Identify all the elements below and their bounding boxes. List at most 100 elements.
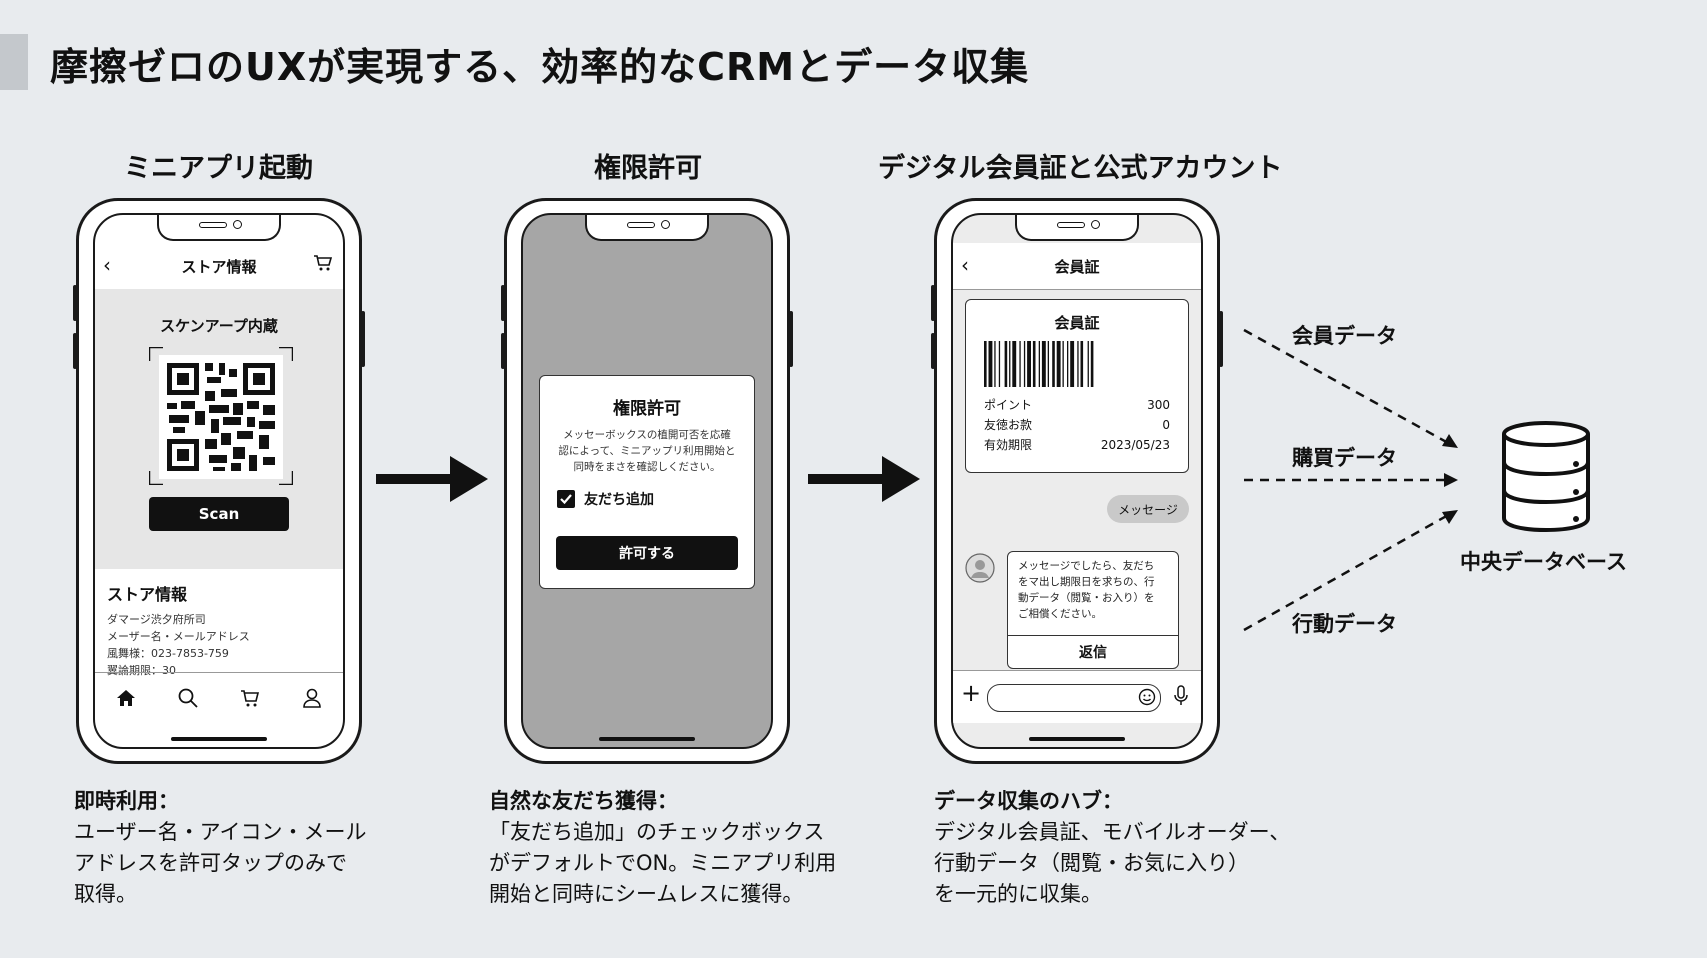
home-indicator — [1029, 737, 1125, 741]
permission-dialog: 権限許可 メッセーボックスの植開可否を応確 認によって、ミニアップリ利用開始と … — [539, 375, 755, 589]
friend-add-checkbox-row[interactable]: 友だち追加 — [556, 489, 754, 509]
cart-icon[interactable] — [313, 253, 333, 273]
caption-heading: 即時利用： — [74, 789, 179, 813]
bubble-text-line: 動データ（閲覧・お入り）を — [1018, 592, 1155, 604]
page-title: 摩擦ゼロのUXが実現する、効率的なCRMとデータ収集 — [50, 45, 1030, 89]
bubble-text-line: メッセージでしたら、友だち — [1018, 560, 1155, 572]
data-label-member: 会員データ — [1292, 324, 1397, 348]
message-chip[interactable]: メッセージ — [1107, 495, 1189, 523]
caption-heading: データ収集のハブ： — [934, 789, 1123, 813]
data-label-purchase: 購買データ — [1292, 446, 1397, 470]
caption-heading: 自然な友だち獲得： — [489, 789, 678, 813]
profile-icon[interactable] — [301, 687, 323, 709]
bubble-text-line: ご相償ください。 — [1018, 608, 1102, 620]
caption-line: デジタル会員証、モバイルオーダー、 — [934, 820, 1291, 844]
phone-side-button — [73, 333, 77, 369]
home-indicator — [171, 737, 267, 741]
phone-side-button — [73, 285, 77, 321]
app-header-title: ストア情報 — [181, 257, 257, 276]
membership-card[interactable]: 会員証 ポイント 300 友徳お款 0 有効期限 2023/05/23 — [965, 299, 1189, 473]
phone-mini-app: ‹ ストア情報 スケンアープ内蔵 — [73, 198, 365, 764]
card-row-value: 2023/05/23 — [1100, 438, 1170, 452]
search-icon[interactable] — [177, 687, 199, 709]
dialog-text: メッセーボックスの植開可否を応確 認によって、ミニアップリ利用開始と 同時をまさ… — [554, 427, 740, 475]
store-info-line: ダマージ渋夕府所司 — [107, 613, 206, 626]
caption-line: がデフォルトでON。ミニアプリ利用 — [489, 851, 837, 875]
card-details: ポイント 300 友徳お款 0 有効期限 2023/05/23 — [984, 395, 1170, 455]
phone-side-button — [501, 333, 505, 369]
caption-3: データ収集のハブ： デジタル会員証、モバイルオーダー、 行動データ（閲覧・お気に… — [934, 786, 1290, 910]
plus-icon[interactable]: + — [961, 679, 982, 707]
scan-button[interactable]: Scan — [149, 497, 289, 531]
emoji-icon[interactable] — [1138, 688, 1156, 706]
card-row-value: 300 — [1147, 398, 1170, 412]
dialog-title: 権限許可 — [613, 399, 681, 419]
chat-input-bar: + — [953, 670, 1201, 723]
store-info-title: ストア情報 — [107, 585, 188, 604]
card-row-value: 0 — [1162, 418, 1170, 432]
caption-line: 「友だち追加」のチェックボックス — [489, 820, 825, 844]
barcode — [984, 341, 1094, 387]
reply-button[interactable]: 返信 — [1008, 635, 1178, 668]
back-icon[interactable]: ‹ — [961, 253, 969, 277]
caption-line: を一元的に収集。 — [934, 882, 1102, 906]
phone-membership: ‹ 会員証 会員証 ポイント 300 友徳お款 0 有効期限 2023/05/23 メ… — [931, 198, 1223, 764]
store-info-section: ストア情報 ダマージ渋夕府所司 メーザー名・メールアドレス 風舞様：023-78… — [107, 581, 335, 679]
title-accent-bar — [0, 34, 28, 90]
card-row: 有効期限 2023/05/23 — [984, 435, 1170, 455]
bubble-text: メッセージでしたら、友だち をマ出し期限日を求ちの、行 動データ（閲覧・お入り）… — [1008, 552, 1178, 622]
card-row-label: 有効期限 — [984, 438, 1033, 452]
database-label: 中央データベース — [1460, 550, 1627, 574]
qr-code[interactable] — [149, 347, 293, 485]
card-row-label: 友徳お款 — [984, 418, 1033, 432]
caption-line: ユーザー名・アイコン・メール — [74, 820, 367, 844]
step-label-2: 権限許可 — [594, 153, 702, 184]
phone-side-button — [931, 333, 935, 369]
app-header-title: 会員証 — [1054, 257, 1100, 276]
back-icon[interactable]: ‹ — [103, 253, 111, 277]
phone-notch — [1015, 215, 1139, 241]
dialog-text-line: 同時をまさを確認しください。 — [573, 461, 721, 473]
bottom-nav — [95, 672, 343, 723]
data-flow-arrows — [1243, 328, 1458, 632]
phone-screen: ‹ 会員証 会員証 ポイント 300 友徳お款 0 有効期限 2023/05/23 メ… — [951, 213, 1203, 749]
home-icon[interactable] — [115, 687, 137, 709]
checkbox-label: 友だち追加 — [584, 492, 654, 508]
message-input[interactable] — [987, 684, 1161, 712]
caption-line: 行動データ（閲覧・お気に入り） — [934, 851, 1249, 875]
store-info-line: 翼論期限：30 — [107, 664, 176, 677]
flow-arrow-1 — [376, 456, 488, 502]
app-header: ‹ 会員証 — [953, 243, 1201, 290]
scan-area: スケンアープ内蔵 — [95, 289, 343, 569]
card-row-label: ポイント — [984, 398, 1033, 412]
phone-side-button — [501, 285, 505, 321]
dialog-text-line: 認によって、ミニアップリ利用開始と — [558, 445, 736, 457]
caption-2: 自然な友だち獲得： 「友だち追加」のチェックボックス がデフォルトでON。ミニア… — [489, 786, 836, 910]
flow-arrow-2 — [808, 456, 920, 502]
dialog-text-line: メッセーボックスの植開可否を応確 — [563, 429, 731, 441]
database-icon — [1502, 421, 1590, 532]
checkbox-checked-icon[interactable] — [556, 489, 576, 509]
phone-side-button — [1219, 311, 1223, 367]
data-label-behavior: 行動データ — [1292, 612, 1397, 636]
card-row: 友徳お款 0 — [984, 415, 1170, 435]
bubble-text-line: をマ出し期限日を求ちの、行 — [1018, 576, 1155, 588]
cart-icon[interactable] — [239, 687, 261, 709]
home-indicator — [599, 737, 695, 741]
scan-title: スケンアープ内蔵 — [160, 317, 278, 335]
chat-bubble: メッセージでしたら、友だち をマ出し期限日を求ちの、行 動データ（閲覧・お入り）… — [1007, 551, 1179, 669]
phone-side-button — [361, 311, 365, 367]
caption-line: 開始と同時にシームレスに獲得。 — [489, 882, 804, 906]
phone-side-button — [789, 311, 793, 367]
allow-button[interactable]: 許可する — [556, 536, 738, 570]
step-label-1: ミニアプリ起動 — [124, 153, 313, 184]
microphone-icon[interactable] — [1173, 685, 1189, 707]
store-info-line: メーザー名・メールアドレス — [107, 630, 250, 643]
phone-screen-dimmed: 権限許可 メッセーボックスの植開可否を応確 認によって、ミニアップリ利用開始と … — [521, 213, 773, 749]
card-title: 会員証 — [1054, 314, 1100, 332]
phone-screen: ‹ ストア情報 スケンアープ内蔵 — [93, 213, 345, 749]
avatar-icon — [965, 553, 995, 583]
phone-notch — [157, 215, 281, 241]
caption-line: アドレスを許可タップのみで — [74, 851, 347, 875]
